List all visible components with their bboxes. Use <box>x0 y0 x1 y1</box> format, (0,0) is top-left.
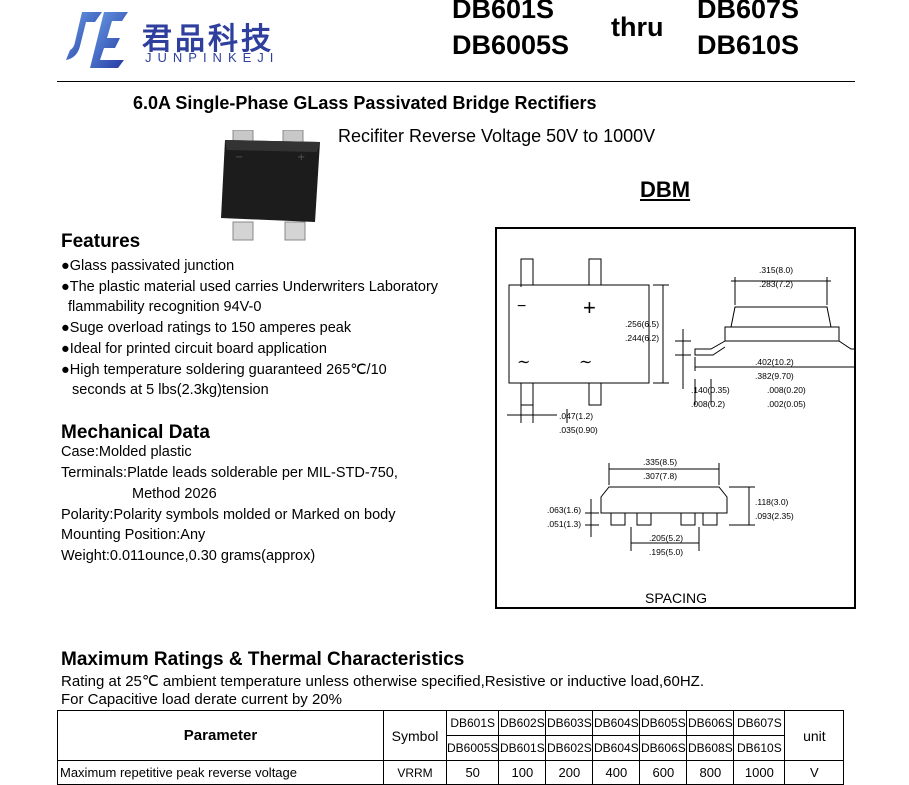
dim-a2: .008(0.2) <box>691 399 725 409</box>
dim-lead2: .382(9.70) <box>755 371 794 381</box>
dim-d2: .307(7.8) <box>643 471 677 481</box>
svg-text:−: − <box>235 152 243 163</box>
features-heading: Features <box>61 231 141 252</box>
mechanical-item: Method 2026 <box>132 486 217 502</box>
ac-symbol-right: ∼ <box>579 354 592 371</box>
part-header: DB604S <box>592 735 641 761</box>
spacing-label: SPACING <box>645 590 707 606</box>
page-subtitle: Recifiter Reverse Voltage 50V to 1000V <box>338 126 656 146</box>
feature-item: ●The plastic material used carries Under… <box>61 279 439 295</box>
part-header: DB606S <box>686 710 735 736</box>
part-header: DB604S <box>592 710 641 736</box>
dim-d1: .335(8.5) <box>643 457 677 467</box>
part-header: DB605S <box>639 710 688 736</box>
dim-f1: .118(3.0) <box>755 497 789 507</box>
dim-lead1: .402(10.2) <box>755 357 794 367</box>
part-header: DB602S <box>498 710 547 736</box>
part-header: DB6005S <box>445 735 500 761</box>
dim-e2: .051(1.3) <box>547 519 581 529</box>
parameter-header: Parameter <box>57 710 384 761</box>
part-header: DB606S <box>639 735 688 761</box>
dim-b2: .002(0.05) <box>767 399 806 409</box>
row-value: 400 <box>592 760 641 785</box>
mechanical-item: Weight:0.011ounce,0.30 grams(approx) <box>61 548 316 564</box>
dim-c1: .047(1.2) <box>559 411 593 421</box>
dim-a1: .140(0.35) <box>691 385 730 395</box>
part-number-bottom-left: DB6005S <box>452 30 570 60</box>
package-drawing: − + ∼ ∼ .256(6.5) .244(6.2) .047(1.2) .0… <box>495 227 856 609</box>
part-header: DB607S <box>733 710 786 736</box>
dim-c2: .035(0.90) <box>559 425 598 435</box>
part-number-top-right: DB607S <box>697 0 800 24</box>
mechanical-item: Terminals:Platde leads solderable per MI… <box>61 465 398 481</box>
ratings-table: Parameter Symbol DB601S DB602S DB603S DB… <box>57 710 845 785</box>
row-value: 100 <box>498 760 547 785</box>
package-label: DBM <box>640 177 691 202</box>
symbol-header: Symbol <box>383 710 447 761</box>
feature-item: flammability recognition 94V-0 <box>68 299 262 315</box>
part-header: DB603S <box>545 710 594 736</box>
part-header: DB610S <box>733 735 786 761</box>
dim-top-w1: .315(8.0) <box>759 265 793 275</box>
feature-item: ●Glass passivated junction <box>61 258 235 274</box>
part-number-top-left: DB601S <box>452 0 555 24</box>
dim-b1: .008(0.20) <box>767 385 806 395</box>
plus-symbol: + <box>583 295 596 320</box>
row-value: 200 <box>545 760 594 785</box>
feature-item: ●Suge overload ratings to 150 amperes pe… <box>61 320 352 336</box>
mechanical-item: Case:Molded plastic <box>61 444 192 460</box>
mechanical-item: Polarity:Polarity symbols molded or Mark… <box>61 507 396 523</box>
part-number-bottom-right: DB610S <box>697 30 800 60</box>
dim-g1: .205(5.2) <box>649 533 683 543</box>
ratings-heading: Maximum Ratings & Thermal Characteristic… <box>61 649 465 670</box>
part-header: DB601S <box>445 710 500 736</box>
part-header: DB601S <box>498 735 547 761</box>
dim-h1: .256(6.5) <box>625 319 659 329</box>
svg-text:+: + <box>297 152 305 163</box>
row-value: 1000 <box>733 760 786 785</box>
mechanical-item: Mounting Position:Any <box>61 527 206 543</box>
logo-chinese-name: 君品科技 <box>142 22 274 57</box>
part-header: DB608S <box>686 735 735 761</box>
spacing-view <box>585 463 755 551</box>
component-photo: − + <box>215 129 330 245</box>
ac-symbol-left: ∼ <box>517 354 530 371</box>
ratings-note-1: Rating at 25℃ ambient temperature unless… <box>61 673 705 690</box>
row-unit: V <box>784 760 845 785</box>
page-title: 6.0A Single-Phase GLass Passivated Bridg… <box>133 93 597 113</box>
dim-e1: .063(1.6) <box>547 505 581 515</box>
thru-label: thru <box>611 12 664 42</box>
feature-item: ●Ideal for printed circuit board applica… <box>61 341 327 357</box>
logo <box>62 8 132 70</box>
side-view <box>675 277 854 405</box>
dim-top-w2: .283(7.2) <box>759 279 793 289</box>
ratings-note-2: For Capacitive load derate current by 20… <box>61 691 342 708</box>
logo-english-name: JUNPINKEJI <box>145 50 280 65</box>
row-value: 800 <box>686 760 735 785</box>
mechanical-heading: Mechanical Data <box>61 422 210 443</box>
row-parameter: Maximum repetitive peak reverse voltage <box>57 760 384 785</box>
dim-f2: .093(2.35) <box>755 511 794 521</box>
row-symbol: VRRM <box>383 760 447 785</box>
table-row: Maximum repetitive peak reverse voltage … <box>57 760 845 785</box>
header-divider <box>57 81 855 82</box>
top-view <box>507 258 669 423</box>
minus-symbol: − <box>517 298 526 315</box>
row-value: 50 <box>445 760 500 785</box>
unit-header: unit <box>784 710 845 761</box>
row-value: 600 <box>639 760 688 785</box>
feature-item: seconds at 5 lbs(2.3kg)tension <box>72 382 269 398</box>
dim-h2: .244(6.2) <box>625 333 659 343</box>
part-header: DB602S <box>545 735 594 761</box>
feature-item: ●High temperature soldering guaranteed 2… <box>61 362 387 378</box>
dim-g2: .195(5.0) <box>649 547 683 557</box>
logo-mark-icon <box>66 12 128 68</box>
